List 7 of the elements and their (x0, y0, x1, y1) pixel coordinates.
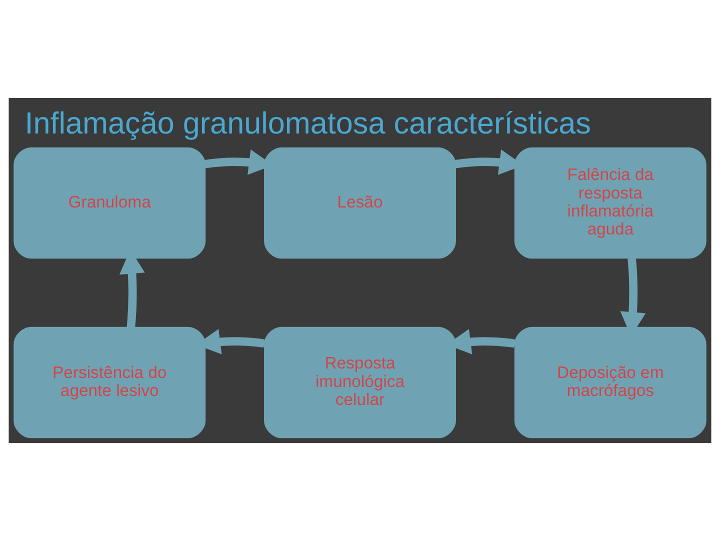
node-box: Falência da resposta inflamatória aguda (514, 146, 706, 258)
node-box: Persistência do agente lesivo (14, 326, 206, 438)
node-box: Lesão (264, 146, 456, 258)
node-box: Deposição em macrófagos (514, 326, 706, 438)
diagram-title: Inflamação granulomatosa características (24, 106, 591, 140)
node-box: Resposta imunológica celular (264, 326, 456, 438)
node-box: Granuloma (14, 146, 206, 258)
